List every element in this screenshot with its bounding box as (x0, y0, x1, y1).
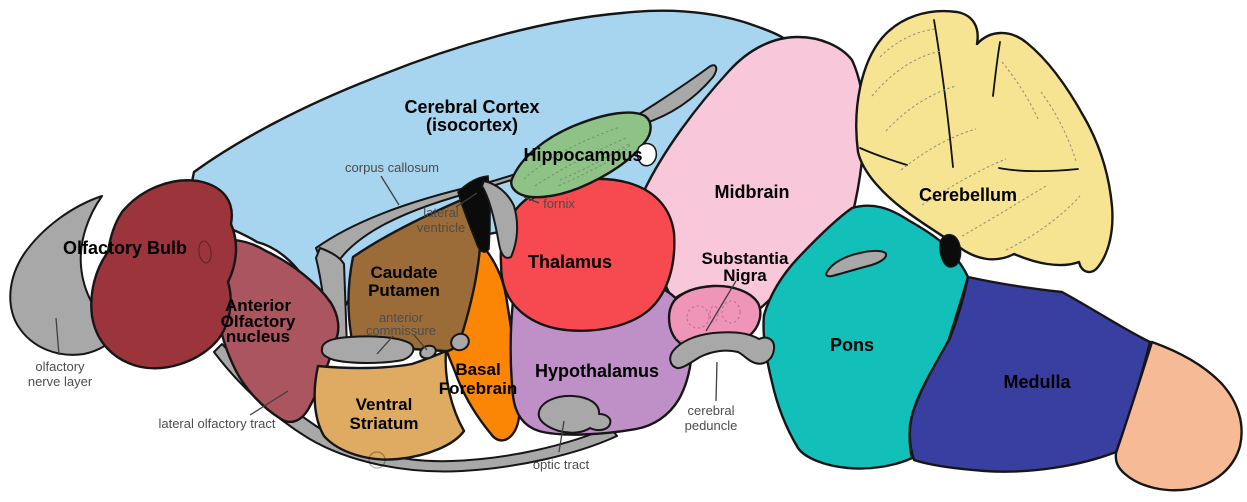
fornix-label: fornix (543, 196, 575, 211)
cerebellum-fissure-line (859, 147, 908, 166)
substantia-nigra-detail-ellipse (721, 300, 741, 324)
cerebellum-fissure-line (992, 41, 1001, 97)
olfactory-nerve-layer-pointer (55, 317, 60, 356)
lateral-olfactory-tract-pointer (249, 390, 289, 416)
basal-forebrain-label-line1: Basal (455, 360, 500, 379)
substantia-nigra-label-line2: Nigra (723, 266, 767, 285)
hippocampus-tip-white-notch (636, 142, 658, 167)
cerebellum-folia-line (961, 185, 1047, 237)
hypothalamus-label: Hypothalamus (535, 361, 659, 381)
hippocampus-region (510, 111, 652, 199)
ventral-striatum-region (313, 349, 466, 461)
hippocampus-label: Hippocampus (523, 145, 642, 165)
olfactory-nerve-layer-label-line2: nerve layer (28, 374, 93, 389)
cerebellum-label: Cerebellum (919, 185, 1017, 205)
lateral-ventricle-pointer (455, 192, 478, 208)
cerebral-peduncle-blob (669, 331, 776, 370)
lateral-ventricle-region (457, 175, 491, 253)
anterior-commissure-label-line2: commissure (366, 323, 436, 338)
hippocampus-lamina-line (557, 143, 631, 187)
substantia-nigra-pointer (705, 280, 737, 332)
anterior-olfactory-nucleus-label-line2: Olfactory (221, 312, 296, 331)
optic-tract-pointer (558, 420, 565, 453)
anterior-commissure-pointer (376, 335, 394, 355)
anterior-commissure-blob (320, 335, 415, 364)
spinal-cord-region (1114, 340, 1243, 492)
lateral-ventricle-label-line1: lateral (423, 205, 459, 220)
lateral-olfactory-tract (213, 343, 618, 473)
ventral-striatum-label-line1: Ventral (356, 395, 413, 414)
substantia-nigra-label-line1: Substantia (702, 249, 789, 268)
optic-tract-blob (537, 394, 612, 434)
cerebellum-folia-line (871, 50, 942, 97)
hippocampus-lamina-line (534, 137, 627, 187)
cerebellum-folia-line (921, 158, 1007, 206)
olfactory-nerve-layer-label-line1: olfactory (35, 359, 85, 374)
cerebellum-folia-line (900, 128, 977, 171)
cerebellum-folia-line (1040, 91, 1077, 162)
pons-white-matter-streak (825, 249, 888, 278)
fornix-band (481, 180, 519, 259)
cerebellum-folia-line (879, 28, 937, 58)
cerebral-peduncle-pointer (715, 361, 718, 402)
olfactory-bulb-label: Olfactory Bulb (63, 238, 187, 258)
optic-tract-label: optic tract (533, 457, 590, 472)
medulla-label: Medulla (1003, 372, 1071, 392)
cerebral-cortex-label-line1: Cerebral Cortex (404, 97, 539, 117)
ventral-striatum-detail-circle (368, 451, 386, 469)
corpus-callosum-pointer (380, 175, 400, 206)
ventral-striatum-label-line2: Striatum (350, 414, 419, 433)
thalamus-label: Thalamus (528, 252, 612, 272)
fornix-pointer (523, 196, 540, 204)
hippocampus-lamina-line (523, 126, 621, 180)
anterior-commissure-pointer (413, 334, 428, 351)
cerebral-peduncle-label-line2: peduncle (685, 418, 738, 433)
substantia-nigra-detail-circle (686, 305, 710, 329)
caudate-putamen-label-line1: Caudate (370, 263, 437, 282)
cerebral-cortex-label-line2: (isocortex) (426, 115, 518, 135)
cerebral-peduncle-label-line1: cerebral (688, 403, 735, 418)
cerebellum-folia-line (885, 85, 957, 132)
lateral-ventricle-label-line2: ventricle (417, 220, 465, 235)
anterior-commissure-small-blob (450, 332, 470, 352)
corpus-callosum-label: corpus callosum (345, 160, 439, 175)
midbrain-label: Midbrain (715, 182, 790, 202)
basal-forebrain-label-line2: Forebrain (439, 379, 517, 398)
cerebellum-fissure-line (998, 167, 1079, 173)
pons-label: Pons (830, 335, 874, 355)
anterior-commissure-label-line1: anterior (379, 310, 424, 325)
anterior-olfactory-nucleus-label-line1: Anterior (225, 296, 292, 315)
anterior-olfactory-nucleus-label-line3: nucleus (226, 327, 290, 346)
substantia-nigra-detail-ellipse (709, 305, 719, 323)
olfactory-bulb-detail-ellipse (198, 240, 212, 264)
caudate-putamen-label-line2: Putamen (368, 281, 440, 300)
cerebellum-folia-line (1001, 61, 1040, 122)
olfactory-bulb-region (90, 179, 238, 370)
medulla-region (908, 275, 1152, 473)
lateral-olfactory-tract-label: lateral olfactory tract (158, 416, 275, 431)
anterior-commissure-small-blob (419, 344, 437, 360)
cerebellar-peduncle-black-blob (939, 234, 962, 268)
